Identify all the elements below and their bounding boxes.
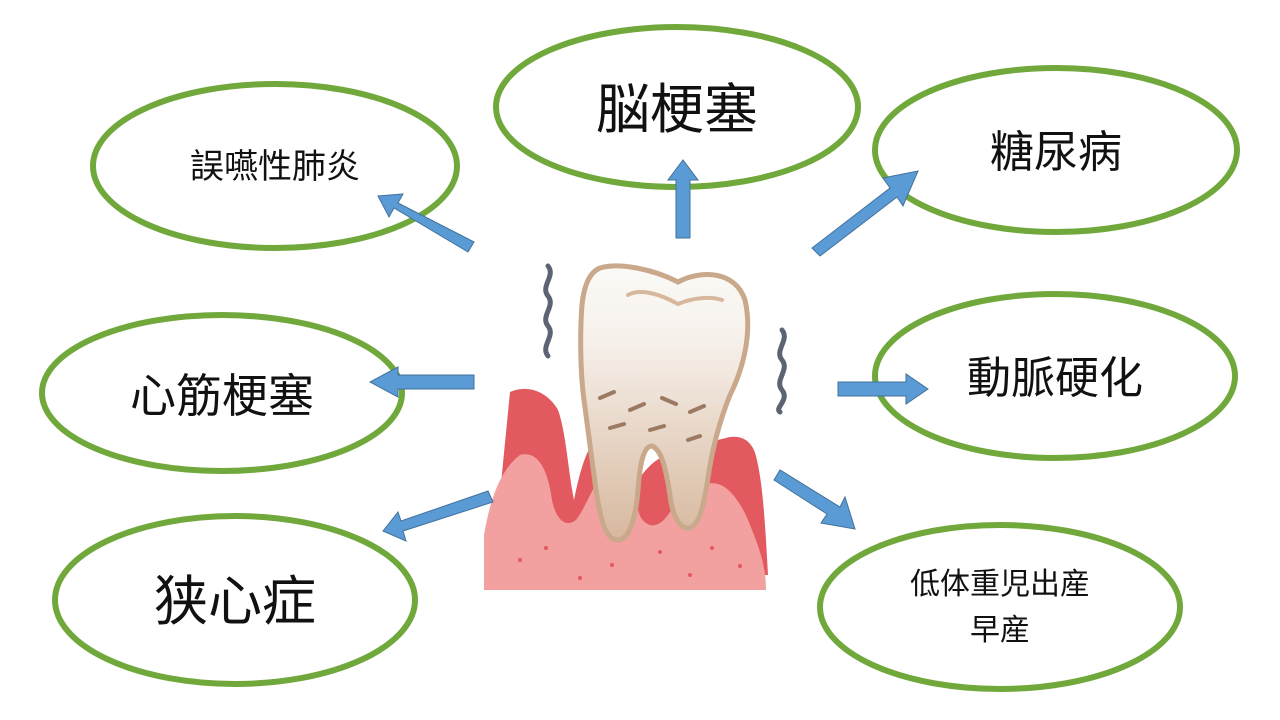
node-label: 心筋梗塞: [130, 369, 314, 423]
arrow-to-arteriosclerosis: [837, 373, 929, 405]
node-label-line2: 早産: [970, 613, 1030, 648]
tooth: [578, 263, 751, 543]
wobble-squiggle-left: [543, 263, 553, 359]
node-label: 動脈硬化: [967, 353, 1143, 404]
node-ellipse: [52, 513, 418, 687]
node-aspiration-pneumonia: 誤嚥性肺炎: [90, 81, 460, 251]
node-cerebral-infarction: 脳梗塞: [493, 24, 861, 190]
node-angina: 狭心症: [52, 513, 418, 687]
node-label: 狭心症: [154, 570, 316, 633]
arrow-to-low-birth-weight: [773, 469, 856, 530]
arrow-to-aspiration-pneumonia: [377, 193, 475, 253]
node-ellipse: [39, 312, 405, 474]
tooth-decay-marks: [598, 390, 706, 442]
node-ellipse: [90, 81, 460, 251]
diseased-tooth-with-receding-gums-icon: [484, 263, 787, 590]
arrow-to-diabetes: [811, 170, 919, 257]
node-label-line1: 低体重児出産: [910, 567, 1090, 602]
arrow-to-cerebral-infarction: [667, 159, 699, 239]
node-label: 糖尿病: [990, 127, 1122, 178]
node-ellipse: [817, 522, 1183, 692]
wobble-squiggle-right: [776, 327, 787, 415]
node-label: 誤嚥性肺炎: [190, 147, 360, 187]
node-diabetes: 糖尿病: [872, 65, 1240, 235]
node-arteriosclerosis: 動脈硬化: [872, 291, 1238, 461]
arrow-to-angina: [382, 490, 494, 542]
gum-texture-dots: [518, 546, 742, 580]
arrow-to-myocardial-infarction: [368, 366, 475, 398]
tooth-highlight: [626, 290, 724, 307]
node-low-birth-weight-premature: 低体重児出産 早産: [817, 522, 1183, 692]
node-myocardial-infarction: 心筋梗塞: [39, 312, 405, 474]
node-ellipse: [872, 291, 1238, 461]
node-ellipse: [872, 65, 1240, 235]
node-label: 脳梗塞: [596, 78, 758, 141]
